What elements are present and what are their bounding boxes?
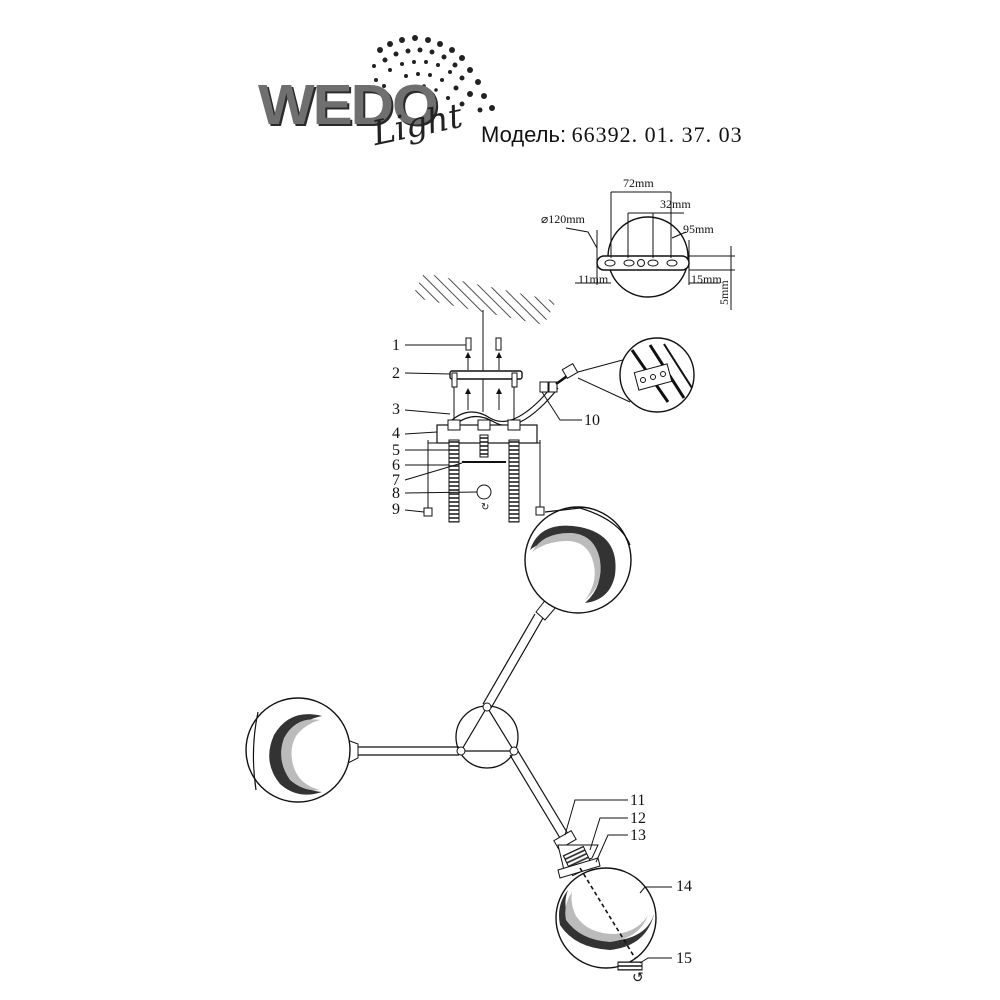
part-11: 11	[630, 792, 645, 809]
terminal-zoom-detail	[619, 337, 695, 413]
part-1: 1	[392, 337, 400, 354]
dim-32: 32mm	[660, 197, 691, 211]
dim-95: 95mm	[683, 222, 714, 236]
canopy-assembly: ↻	[423, 337, 631, 523]
model-line: Модель: 66392. 01. 37. 03	[481, 122, 743, 148]
callout-leaders-lower	[564, 799, 672, 964]
callout-numbers-upper: 1 2 3 4 5 6 7 8 9 10	[392, 337, 600, 518]
shade-left	[245, 697, 359, 803]
part-4: 4	[392, 425, 400, 442]
fixture-body	[358, 613, 569, 839]
dim-5: 5mm	[717, 280, 731, 305]
part-14: 14	[676, 878, 692, 895]
part-7: 7	[392, 472, 400, 489]
part-8: 8	[392, 485, 400, 502]
part-13: 13	[630, 827, 646, 844]
part-2: 2	[392, 365, 400, 382]
part-6: 6	[392, 457, 400, 474]
part-15: 15	[676, 950, 692, 967]
svg-text:↺: ↺	[632, 971, 644, 986]
dim-15: 15mm	[691, 272, 722, 286]
ceiling-hatch	[412, 273, 556, 325]
dim-72: 72mm	[623, 176, 654, 190]
callout-numbers-lower: 11 12 13 14 15	[630, 792, 692, 967]
mounting-plate-detail: 72mm 32mm ⌀120mm 95mm 11mm 15mm 5mm	[541, 176, 735, 310]
shade-lower: ↺	[553, 829, 657, 986]
shade-upper	[524, 506, 632, 621]
part-5: 5	[392, 442, 400, 459]
part-9: 9	[392, 501, 400, 518]
logo-wordmark: WEDO	[258, 72, 439, 137]
part-3: 3	[392, 401, 400, 418]
model-label: Модель:	[481, 122, 567, 147]
logo-dots-icon	[372, 35, 495, 113]
part-12: 12	[630, 810, 646, 827]
callout-leaders-upper	[404, 344, 582, 513]
model-number: 66392. 01. 37. 03	[571, 122, 743, 147]
dim-11: 11mm	[578, 272, 609, 286]
dim-120: ⌀120mm	[541, 212, 586, 226]
part-10: 10	[584, 412, 600, 429]
svg-text:↻: ↻	[481, 502, 489, 513]
